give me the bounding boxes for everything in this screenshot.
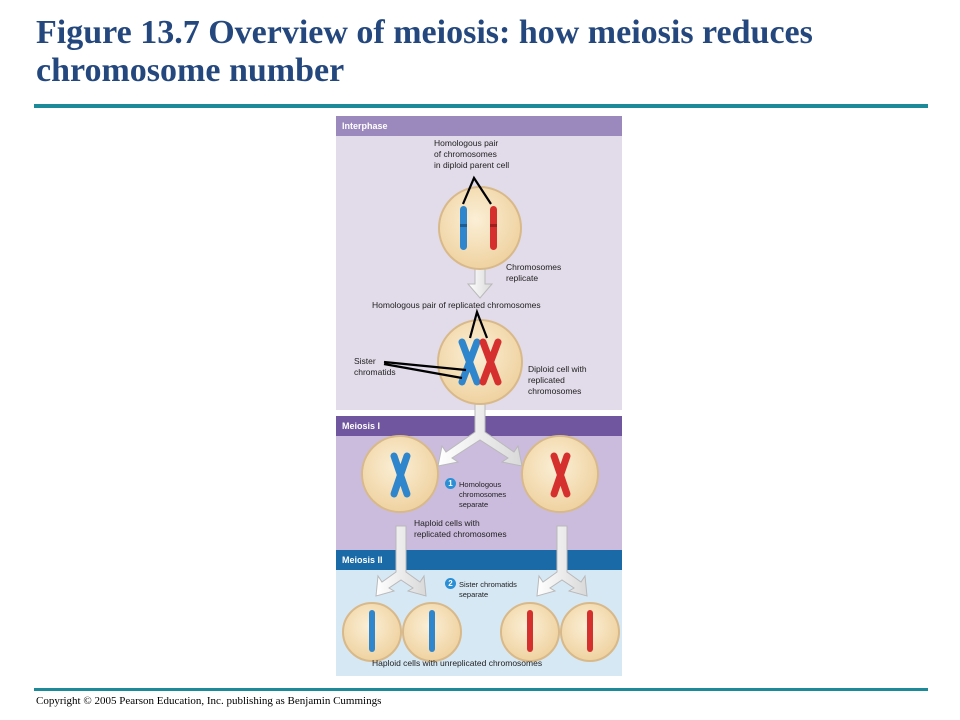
step-one-badge: 1 — [445, 478, 456, 489]
title-divider — [34, 104, 928, 108]
meiosis-figure: Interphase Meiosis I Meiosis II — [336, 116, 622, 676]
label-homologous-pair-replicated: Homologous pair of replicated chromosome… — [372, 300, 541, 310]
copyright-footer: Copyright © 2005 Pearson Education, Inc.… — [36, 695, 382, 707]
final-cell-3 — [500, 602, 560, 662]
interphase-header: Interphase — [336, 116, 622, 136]
label-homologous-separate: Homologous chromosomes separate — [459, 480, 507, 509]
meiosis2-header: Meiosis II — [336, 550, 622, 570]
label-diploid-cell: Diploid cell with replicated chromosomes — [528, 364, 587, 396]
final-cell-2 — [402, 602, 462, 662]
arrow-meiosis2-left — [375, 525, 427, 597]
arrow-meiosis2-right — [536, 525, 588, 597]
label-sister-separate: Sister chromatids separate — [459, 580, 517, 599]
arrow-replicate — [466, 267, 494, 299]
label-sister-chromatids: Sister chromatids — [354, 356, 396, 377]
diploid-parent-cell — [438, 186, 522, 270]
meiosis-artwork — [342, 175, 620, 662]
haploid-cell-left — [361, 435, 439, 513]
homologous-pair-bracket — [461, 175, 492, 205]
final-cell-4 — [560, 602, 620, 662]
label-homologous-pair: Homologous pair of chromosomes in diploi… — [434, 138, 510, 170]
diploid-replicated-cell — [437, 319, 523, 405]
label-chromosomes-replicate: Chromosomes replicate — [506, 262, 562, 283]
label-haploid-replicated: Haploid cells with replicated chromosome… — [414, 518, 507, 539]
replicated-pair-bracket — [468, 308, 489, 339]
slide-title: Figure 13.7 Overview of meiosis: how mei… — [36, 14, 813, 89]
haploid-cell-right — [521, 435, 599, 513]
label-haploid-unreplicated: Haploid cells with unreplicated chromoso… — [372, 658, 543, 668]
sister-chromatids-pointer — [383, 360, 467, 380]
final-cell-1 — [342, 602, 402, 662]
arrow-meiosis1-split — [437, 403, 523, 467]
footer-divider — [34, 688, 928, 691]
step-two-badge: 2 — [445, 578, 456, 589]
